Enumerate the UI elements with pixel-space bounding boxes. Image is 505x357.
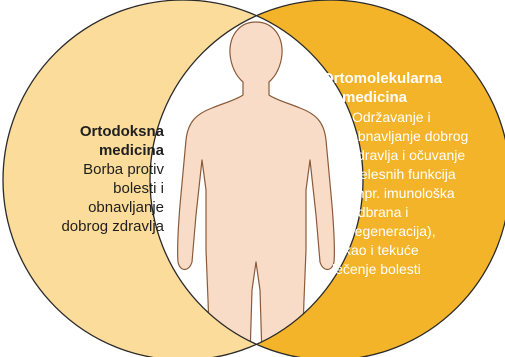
left-desc-line: Borba protiv [18, 160, 164, 179]
left-desc-line: dobrog zdravlja [18, 217, 164, 236]
left-title-line: Ortodoksna [18, 122, 164, 141]
right-label-block: Ortomolekularna medicina Održavanje i ob… [322, 69, 505, 279]
left-desc-line: obnavljanje [18, 198, 164, 217]
right-desc-line: zdravlja i očuvanje [322, 146, 505, 165]
left-title: Ortodoksna medicina [18, 122, 164, 160]
right-desc-line: kao i tekuće [322, 241, 505, 260]
right-title-line: Ortomolekularna [322, 69, 505, 88]
right-desc-line: regeneracija), [322, 222, 505, 241]
left-title-line: medicina [18, 141, 164, 160]
left-label-block: Ortodoksna medicina Borba protiv bolesti… [18, 122, 164, 236]
right-title: Ortomolekularna medicina [322, 69, 505, 107]
left-description: Borba protiv bolesti i obnavljanje dobro… [18, 160, 164, 236]
right-desc-line: (npr. imunološka [322, 184, 505, 203]
right-desc-line: telesnih funkcija [322, 165, 505, 184]
left-desc-line: bolesti i [18, 179, 164, 198]
right-description: Održavanje i obnavljanje dobrog zdravlja… [322, 108, 505, 279]
right-desc-line: odbrana i [322, 203, 505, 222]
right-desc-line: obnavljanje dobrog [322, 127, 505, 146]
right-desc-line: lečenje bolesti [322, 260, 505, 279]
right-title-line: medicina [322, 88, 505, 107]
right-desc-line: Održavanje i [322, 108, 505, 127]
